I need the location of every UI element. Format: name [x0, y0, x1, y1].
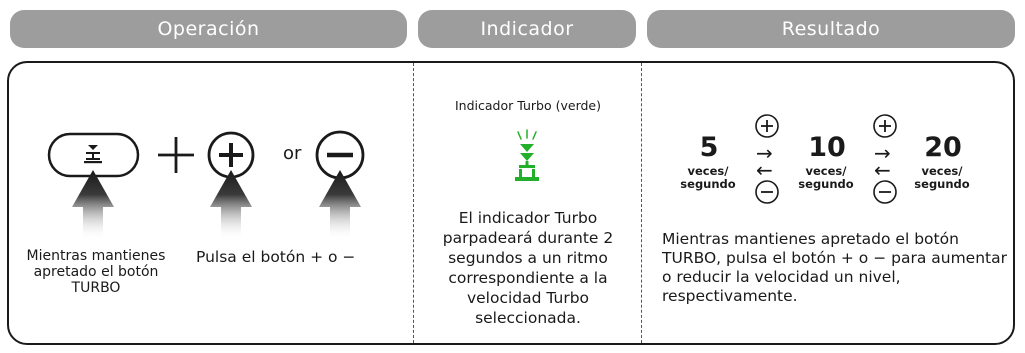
speed-value: 10	[808, 132, 846, 163]
minus-button-icon	[315, 130, 365, 180]
press-arrow-icon	[319, 170, 361, 240]
or-label: or	[283, 143, 302, 164]
header-operation: Operación	[10, 10, 407, 48]
minus-button-icon	[873, 180, 897, 204]
column-divider	[413, 63, 414, 343]
minus-button-icon	[755, 180, 779, 204]
press-arrow-icon	[210, 170, 252, 240]
column-divider	[641, 63, 642, 343]
plus-button-icon	[755, 114, 779, 138]
indicator-label: Indicador Turbo (verde)	[455, 98, 601, 113]
speed-value: 20	[924, 132, 962, 163]
speed-value: 5	[699, 132, 719, 163]
arrow-left-icon: ←	[874, 158, 891, 182]
speed-unit: veces/ segundo	[914, 164, 970, 191]
speed-unit: veces/ segundo	[680, 164, 736, 191]
header-result: Resultado	[647, 10, 1015, 48]
plus-operator-icon	[158, 137, 194, 173]
indicator-description: El indicador Turbo parpadeará durante 2 …	[442, 209, 614, 327]
turbo-indicator-icon	[515, 129, 539, 181]
arrow-right-icon: →	[874, 141, 891, 165]
plus-button-icon	[873, 114, 897, 138]
hold-turbo-label: Mientras mantienes apretado el botón TUR…	[26, 248, 166, 296]
result-description: Mientras mantienes apretado el botón TUR…	[662, 230, 1007, 305]
press-arrow-icon	[72, 170, 114, 240]
arrow-left-icon: ←	[756, 158, 773, 182]
content-panel	[7, 61, 1015, 345]
speed-unit: veces/ segundo	[798, 164, 854, 191]
press-button-label: Pulsa el botón + o −	[196, 248, 356, 266]
header-indicator: Indicador	[418, 10, 636, 48]
arrow-right-icon: →	[756, 141, 773, 165]
